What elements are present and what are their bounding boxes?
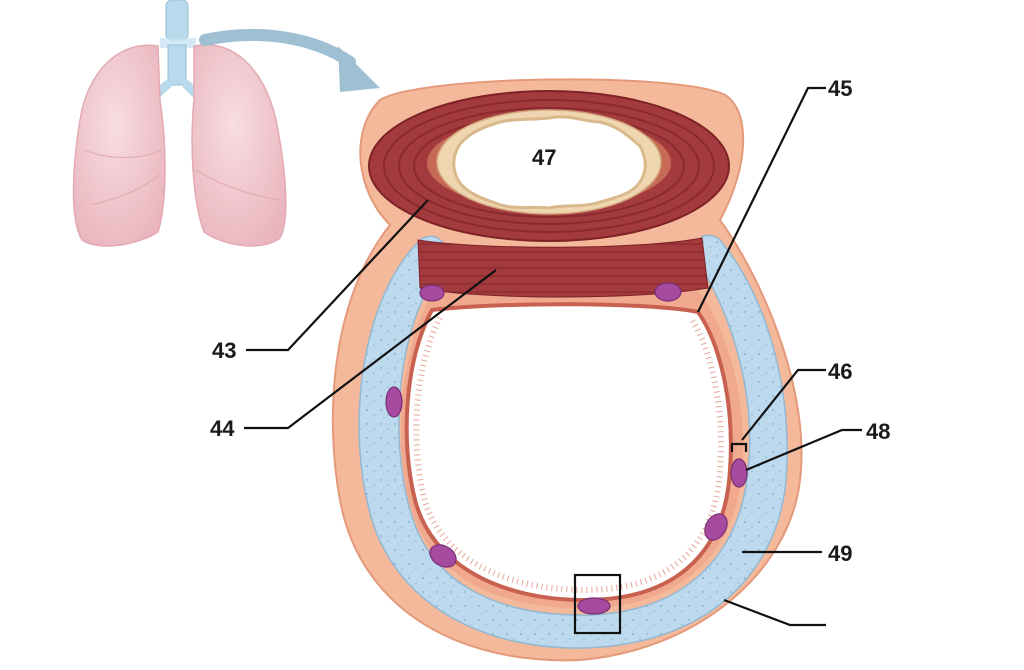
leader-48 (745, 428, 862, 472)
zoom-box (573, 573, 622, 635)
label-49: 49 (828, 541, 852, 566)
leader-45 (697, 86, 826, 313)
cell-5 (704, 513, 728, 541)
label-43: 43 (212, 338, 236, 363)
trachealis-muscle (417, 237, 709, 298)
cell-2 (654, 282, 682, 302)
cell-3 (385, 386, 403, 418)
esophagus-lumen (452, 115, 647, 210)
label-46: 46 (828, 359, 852, 384)
leader-44 (244, 269, 497, 430)
cell-4 (730, 458, 748, 488)
cell-1 (419, 284, 445, 302)
lungs-icon (72, 0, 287, 247)
leader-lines (244, 86, 862, 627)
leader-43 (246, 199, 429, 352)
leader-46 (741, 368, 826, 441)
label-45: 45 (828, 76, 852, 101)
trachea-lumen (404, 302, 733, 603)
number-labels: 47 43 44 45 46 48 49 (210, 76, 890, 566)
cell-7 (577, 597, 611, 615)
label-47: 47 (532, 145, 556, 170)
cell-6 (429, 544, 457, 568)
leader-unlabeled (723, 598, 826, 627)
bracket-46 (730, 442, 748, 452)
curved-arrow-icon (199, 28, 380, 92)
trachea-section (331, 78, 803, 662)
label-44: 44 (210, 416, 235, 441)
label-48: 48 (866, 419, 890, 444)
